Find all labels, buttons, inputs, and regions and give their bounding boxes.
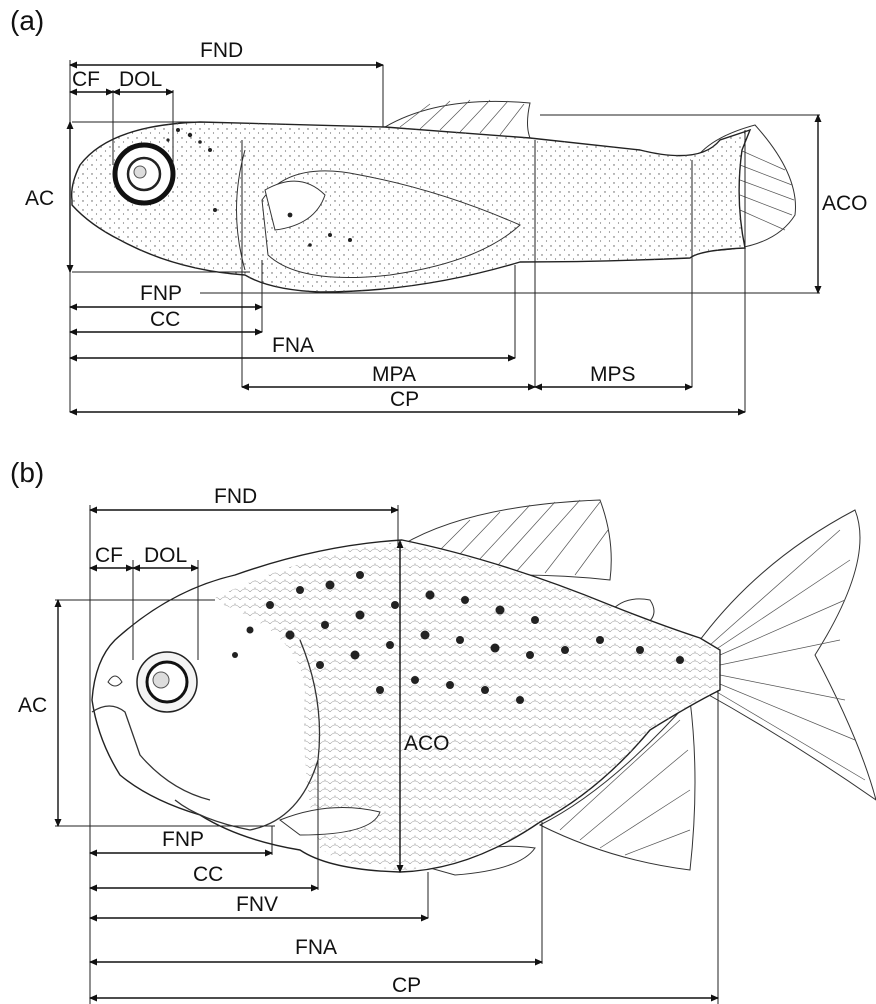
adult-fish-illustration: [92, 500, 876, 875]
label-a-mps: MPS: [590, 363, 636, 386]
label-a-cc: CC: [150, 308, 180, 331]
label-a-aco: ACO: [822, 192, 868, 215]
label-b-cp: CP: [392, 974, 421, 997]
label-b-fnd: FND: [214, 485, 257, 508]
label-b-cc: CC: [193, 863, 223, 886]
label-b-fnv: FNV: [236, 893, 278, 916]
label-a-fnp: FNP: [140, 282, 182, 305]
label-a-fnd: FND: [200, 39, 243, 62]
adult-caudal-fin: [700, 510, 876, 800]
label-a-cp: CP: [390, 388, 419, 411]
label-b-ac: AC: [18, 694, 47, 717]
label-b-cf: CF: [95, 544, 123, 567]
panel-a-label: (a): [10, 5, 44, 36]
label-a-ac: AC: [25, 187, 54, 210]
panel-b: (b): [10, 457, 876, 1004]
label-b-dol: DOL: [144, 544, 187, 567]
label-a-fna: FNA: [272, 334, 314, 357]
label-b-fnp: FNP: [162, 828, 204, 851]
label-a-cf: CF: [72, 68, 100, 91]
label-a-dol: DOL: [119, 68, 162, 91]
panel-b-label: (b): [10, 457, 44, 488]
label-b-aco: ACO: [404, 732, 450, 755]
larva-illustration: [72, 100, 796, 292]
label-a-mpa: MPA: [372, 363, 416, 386]
label-b-fna: FNA: [295, 936, 337, 959]
panel-a: (a): [10, 5, 868, 412]
